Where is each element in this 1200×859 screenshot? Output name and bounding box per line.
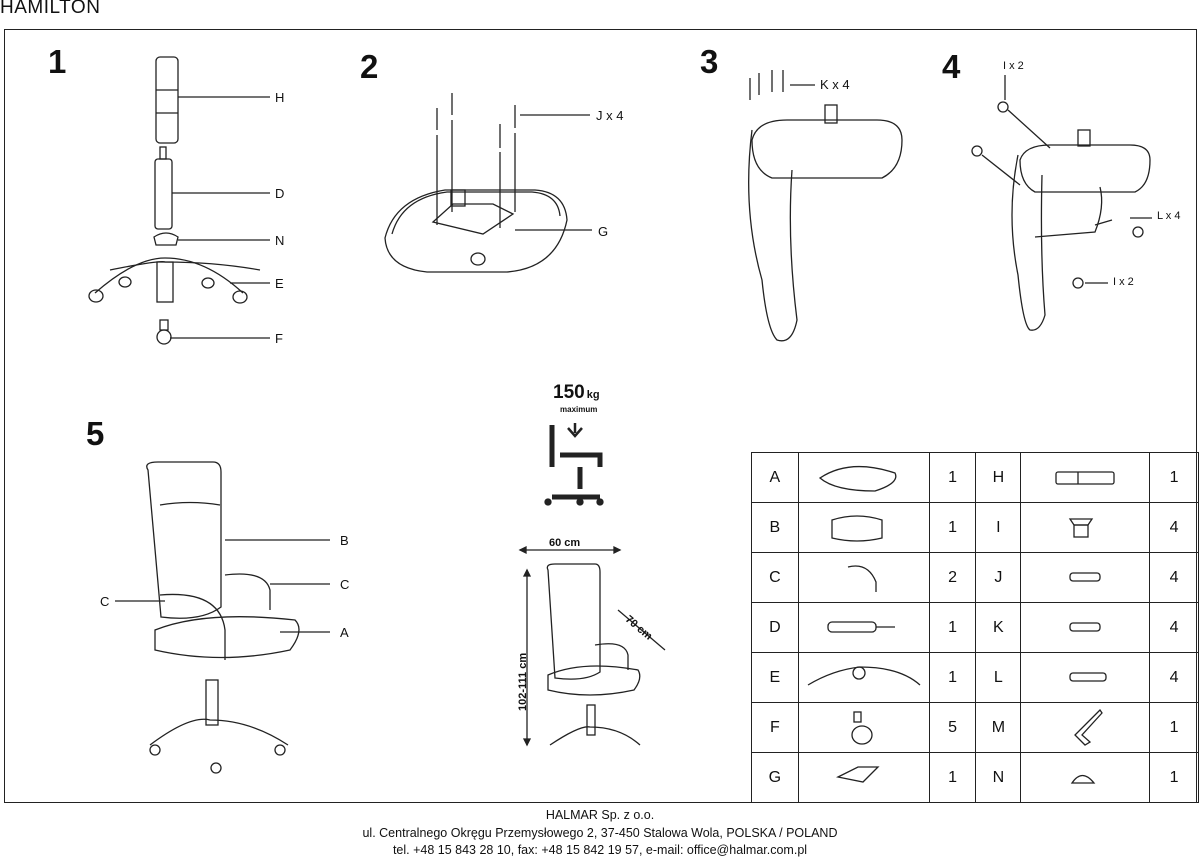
instruction-frame — [4, 29, 1197, 803]
label-f: F — [275, 331, 283, 346]
dimension-illustration — [518, 545, 666, 747]
table-row: G 1 N 1 — [751, 752, 1199, 803]
part-letter: E — [751, 652, 799, 703]
table-row: D 1 K 4 — [751, 602, 1199, 653]
step3-illustration — [748, 70, 903, 342]
part-image — [797, 602, 930, 653]
part-image — [1020, 602, 1151, 653]
step2-illustration — [384, 93, 592, 273]
part-letter: D — [751, 602, 799, 653]
table-row: A 1 H 1 — [751, 452, 1199, 503]
label-i-top: I x 2 — [1003, 60, 1024, 72]
footer-contact: tel. +48 15 843 28 10, fax: +48 15 842 1… — [392, 843, 808, 857]
footer-company: HALMAR Sp. z o.o. — [545, 808, 655, 822]
part-quantity: 2 — [928, 552, 977, 603]
table-row: B 1 I 4 — [751, 502, 1199, 553]
part-quantity: 1 — [928, 502, 977, 553]
label-n: N — [275, 233, 285, 248]
label-g: G — [598, 224, 609, 239]
part-letter: H — [975, 452, 1022, 503]
part-letter: J — [975, 552, 1022, 603]
label-k: K x 4 — [820, 77, 850, 92]
label-j: J x 4 — [596, 108, 624, 123]
part-image — [797, 652, 930, 703]
label-l: L x 4 — [1157, 210, 1181, 222]
label-a: A — [340, 625, 349, 640]
step-number-1: 1 — [48, 43, 67, 80]
part-letter: C — [751, 552, 799, 603]
part-letter: I — [975, 502, 1022, 553]
part-quantity: 1 — [928, 602, 977, 653]
part-letter: L — [975, 652, 1022, 703]
part-quantity: 1 — [928, 452, 977, 503]
footer-address: ul. Centralnego Okręgu Przemysłowego 2, … — [362, 826, 838, 840]
part-image — [1020, 452, 1151, 503]
part-quantity: 1 — [1149, 452, 1199, 503]
part-letter: F — [751, 702, 799, 753]
part-image — [797, 552, 930, 603]
part-image — [1020, 502, 1151, 553]
table-row: E 1 L 4 — [751, 652, 1199, 703]
capacity-sub: maximum — [560, 405, 598, 414]
part-quantity: 1 — [928, 652, 977, 703]
label-c-right: C — [340, 577, 350, 592]
part-quantity: 4 — [1149, 602, 1199, 653]
part-quantity: 4 — [1149, 552, 1199, 603]
label-c-left: C — [100, 594, 110, 609]
parts-table: A 1 H 1 B 1 I 4 C 2 J 4 D 1 K 4 E 1 L 4 — [751, 452, 1199, 803]
step4-illustration — [971, 75, 1152, 331]
part-quantity: 4 — [1149, 652, 1199, 703]
dimension-height: 102-111 cm — [517, 652, 529, 711]
part-letter: B — [751, 502, 799, 553]
table-row: F 5 M 1 — [751, 702, 1199, 753]
part-letter: A — [751, 452, 799, 503]
dimension-width: 60 cm — [549, 537, 581, 549]
label-e: E — [275, 276, 284, 291]
part-letter: N — [975, 752, 1022, 803]
step1-illustration — [88, 56, 270, 345]
part-quantity: 1 — [1149, 752, 1199, 803]
part-letter: M — [975, 702, 1022, 753]
document-title: HAMILTON — [0, 0, 101, 18]
step5-illustration — [115, 461, 330, 774]
part-image — [797, 452, 930, 503]
part-image — [1020, 652, 1151, 703]
part-letter: K — [975, 602, 1022, 653]
label-i-bottom: I x 2 — [1113, 276, 1134, 288]
part-quantity: 1 — [1149, 702, 1199, 753]
label-d: D — [275, 186, 285, 201]
table-row: C 2 J 4 — [751, 552, 1199, 603]
part-image — [1020, 702, 1151, 753]
capacity-icon — [544, 423, 604, 506]
step-number-4: 4 — [942, 48, 961, 85]
step-number-2: 2 — [360, 48, 379, 85]
part-image — [797, 502, 930, 553]
label-h: H — [275, 90, 285, 105]
part-quantity: 1 — [928, 752, 977, 803]
label-b: B — [340, 533, 349, 548]
part-image — [797, 752, 930, 803]
part-image — [1020, 752, 1151, 803]
step-number-5: 5 — [86, 415, 105, 452]
part-image — [797, 702, 930, 753]
part-image — [1020, 552, 1151, 603]
part-letter: G — [751, 752, 799, 803]
part-quantity: 4 — [1149, 502, 1199, 553]
part-quantity: 5 — [928, 702, 977, 753]
step-number-3: 3 — [700, 43, 719, 80]
